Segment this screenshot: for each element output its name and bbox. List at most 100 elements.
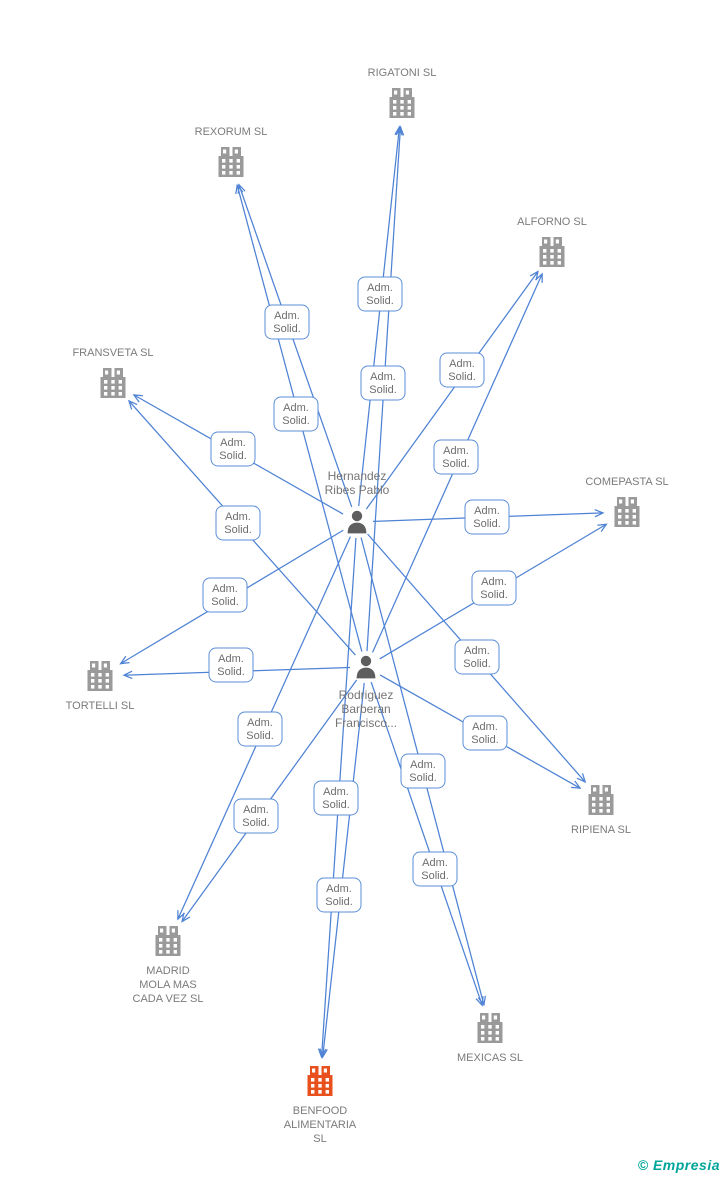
edge-label-text: Solid. (224, 524, 252, 536)
company-node-benfood[interactable]: BENFOOD ALIMENTARIA SL (284, 1066, 357, 1145)
building-icon (588, 785, 614, 815)
company-node-ripiena[interactable]: RIPIENA SL (571, 785, 631, 836)
person-node-rodriguez[interactable]: RodriguezBarberanFrancisco... (335, 655, 397, 730)
edge-label-box (316, 877, 362, 913)
person-icon (356, 655, 376, 679)
company-label: MADRID (146, 965, 189, 977)
company-label: RIPIENA SL (571, 824, 631, 836)
edge-arrowhead (594, 508, 605, 518)
edge-label-text: Solid. (273, 323, 301, 335)
edge-label-text: Adm. (243, 804, 269, 816)
edge-label-text: Solid. (325, 896, 353, 908)
edge-label-text: Solid. (322, 799, 350, 811)
edge-label-text: Adm. (220, 437, 246, 449)
edge-arrowhead (571, 780, 582, 789)
edge-label-rodriguez-madrid-mola: Adm.Solid. (233, 798, 279, 834)
company-label: MOLA MAS (139, 979, 196, 991)
edge-label-text: Adm. (274, 310, 300, 322)
edge-label-text: Solid. (471, 734, 499, 746)
edge-label-box (237, 711, 283, 747)
edge-label-box (400, 753, 446, 789)
edge-rodriguez-mexicas (370, 681, 484, 1007)
edge-label-rodriguez-rexorum: Adm.Solid. (273, 396, 319, 432)
edge-label-text: Adm. (464, 645, 490, 657)
edge-arrowhead (395, 125, 405, 136)
edge-label-hernandez-ripiena: Adm.Solid. (454, 639, 500, 675)
edge-arrowhead (535, 272, 543, 283)
company-node-fransveta[interactable]: FRANSVETA SL (72, 347, 154, 398)
edge-label-box (454, 639, 500, 675)
edge-label-rodriguez-mexicas: Adm.Solid. (412, 851, 458, 887)
edge-label-hernandez-alforno: Adm.Solid. (439, 352, 485, 388)
edge-label-text: Solid. (480, 589, 508, 601)
edge-label-box (462, 715, 508, 751)
edge-label-rodriguez-benfood: Adm.Solid. (316, 877, 362, 913)
company-label: SL (313, 1133, 326, 1145)
edge-label-text: Solid. (421, 870, 449, 882)
edge-label-hernandez-madrid-mola: Adm.Solid. (237, 711, 283, 747)
edge-label-box (360, 365, 406, 401)
edge-label-text: Solid. (217, 666, 245, 678)
edge-arrowhead (119, 655, 130, 665)
edge-arrowhead (235, 183, 244, 195)
edge-label-box (357, 276, 403, 312)
edge-label-box (202, 577, 248, 613)
building-icon (477, 1013, 503, 1043)
company-label: BENFOOD (293, 1105, 347, 1117)
edge-label-hernandez-rigatoni: Adm.Solid. (357, 276, 403, 312)
company-node-tortelli[interactable]: TORTELLI SL (66, 661, 135, 712)
edge-label-text: Adm. (410, 759, 436, 771)
person-label: Rodriguez (339, 688, 394, 702)
edge-label-rodriguez-fransveta: Adm.Solid. (215, 505, 261, 541)
edge-label-text: Adm. (323, 786, 349, 798)
edge-label-text: Adm. (212, 583, 238, 595)
company-node-mexicas[interactable]: MEXICAS SL (457, 1013, 523, 1064)
edge-label-box (412, 851, 458, 887)
company-node-comepasta[interactable]: COMEPASTA SL (585, 476, 669, 527)
edge-label-text: Adm. (370, 371, 396, 383)
company-node-rexorum[interactable]: REXORUM SL (195, 126, 268, 177)
edge-line (322, 682, 365, 1058)
watermark: © Empresia (637, 1157, 720, 1173)
edge-label-text: Solid. (473, 518, 501, 530)
edge-label-box (471, 570, 517, 606)
edge-label-text: Solid. (409, 772, 437, 784)
edge-arrowhead (576, 773, 587, 784)
edge-label-text: Adm. (283, 402, 309, 414)
edge-label-text: Solid. (442, 458, 470, 470)
edge-label-text: Solid. (211, 596, 239, 608)
edge-labels-layer: Adm.Solid.Adm.Solid.Adm.Solid.Adm.Solid.… (202, 276, 517, 913)
edge-label-rodriguez-ripiena: Adm.Solid. (462, 715, 508, 751)
edge-line (365, 271, 539, 510)
edge-arrowhead (317, 1048, 327, 1059)
edge-label-text: Solid. (242, 817, 270, 829)
edge-label-text: Solid. (246, 730, 274, 742)
edge-arrowhead (122, 670, 133, 680)
edge-label-hernandez-mexicas: Adm.Solid. (400, 753, 446, 789)
edge-label-text: Adm. (443, 445, 469, 457)
edge-label-rodriguez-tortelli: Adm.Solid. (208, 647, 254, 683)
edge-label-text: Solid. (463, 658, 491, 670)
edge-label-hernandez-rexorum: Adm.Solid. (264, 304, 310, 340)
company-label: ALIMENTARIA (284, 1119, 357, 1131)
company-node-rigatoni[interactable]: RIGATONI SL (368, 67, 437, 118)
company-label: TORTELLI SL (66, 700, 135, 712)
company-node-alforno[interactable]: ALFORNO SL (517, 216, 587, 267)
edge-label-text: Adm. (247, 717, 273, 729)
company-label: COMEPASTA SL (585, 476, 668, 488)
edge-rodriguez-benfood (319, 682, 365, 1059)
person-label: Barberan (341, 702, 390, 716)
edge-label-text: Solid. (448, 371, 476, 383)
edge-hernandez-alforno (365, 270, 539, 510)
edge-arrowhead (181, 912, 191, 923)
edge-arrowhead (319, 1048, 328, 1059)
edges-layer (119, 125, 608, 1059)
edge-label-box (215, 505, 261, 541)
edge-label-text: Adm. (218, 653, 244, 665)
company-label: ALFORNO SL (517, 216, 587, 228)
edge-label-text: Adm. (449, 358, 475, 370)
edge-label-text: Solid. (219, 450, 247, 462)
